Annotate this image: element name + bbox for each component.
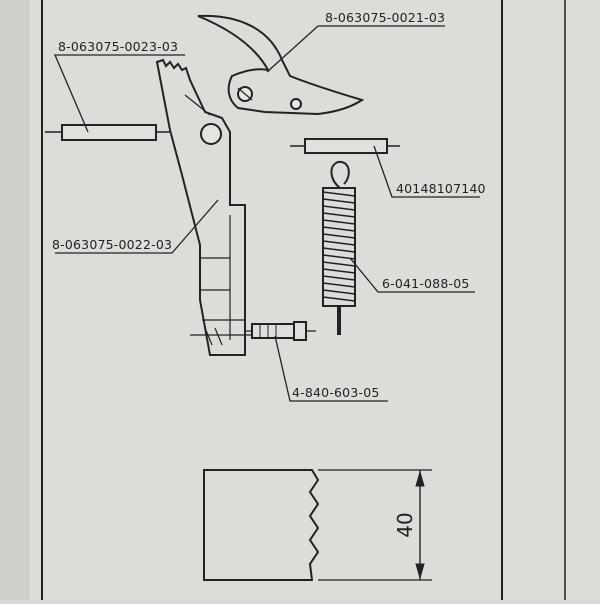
leader-lines [54,25,480,402]
label-cutter-blade: 8-063075-0021-03 [325,10,445,25]
label-lever: 8-063075-0022-03 [52,237,172,252]
detail-section [203,469,432,581]
cutter-blade-drawing [197,14,365,116]
label-pin: 8-063075-0023-03 [58,39,178,54]
label-shaft: 40148107140 [396,181,486,196]
frame-lines [41,0,566,600]
spring-drawing [322,160,356,335]
pin-drawing [45,124,170,141]
label-screw: 4-840-603-05 [292,385,380,400]
lever-drawing [155,58,246,356]
shaft-drawing [290,138,400,154]
label-spring: 6-041-088-05 [382,276,470,291]
screw-drawing [246,321,316,341]
page-shadow-left [0,0,30,600]
dimension-value: 40 [393,512,417,537]
